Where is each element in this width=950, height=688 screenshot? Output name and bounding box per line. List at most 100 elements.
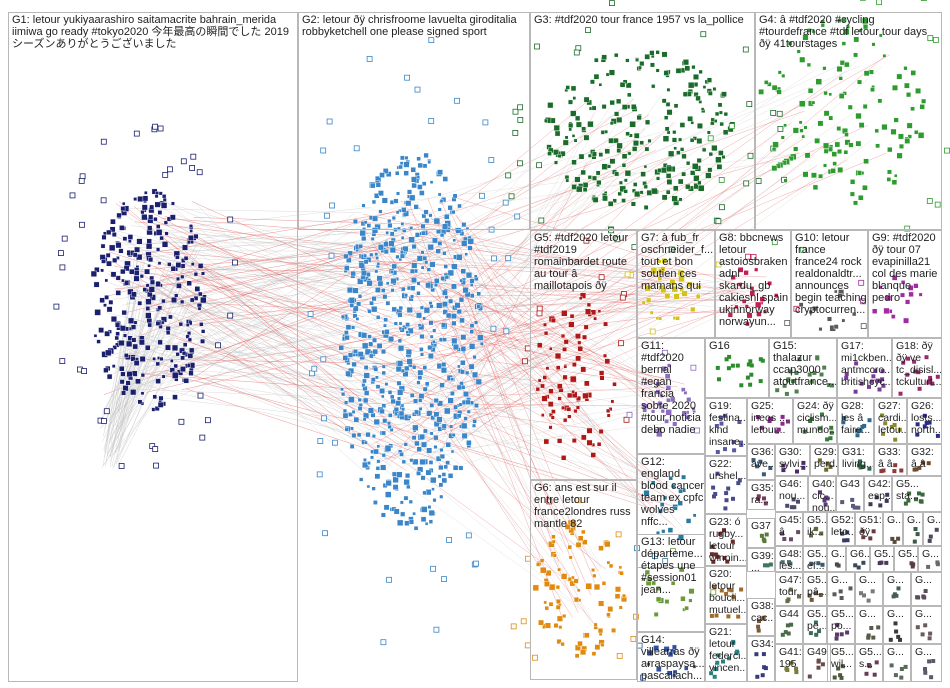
node-g1 bbox=[132, 343, 138, 350]
node-g2 bbox=[398, 410, 405, 417]
edge bbox=[461, 328, 553, 419]
node-g1 bbox=[180, 299, 185, 304]
edge bbox=[424, 263, 678, 498]
node-g2 bbox=[433, 435, 439, 441]
group-box-g30: G30: sylvi... bbox=[775, 444, 810, 476]
node-g2 bbox=[433, 398, 439, 404]
edge bbox=[463, 403, 669, 465]
edge bbox=[381, 423, 657, 511]
edge bbox=[144, 309, 355, 417]
node-g2 bbox=[448, 298, 454, 304]
node-g2 bbox=[451, 210, 456, 215]
node-g1 bbox=[169, 214, 176, 221]
edge bbox=[455, 215, 653, 517]
peripheral-node-g4 bbox=[920, 0, 927, 1]
node-g1 bbox=[104, 278, 109, 283]
node-g3 bbox=[687, 115, 693, 122]
node-g3 bbox=[716, 163, 723, 170]
node-g2 bbox=[387, 390, 393, 395]
edge bbox=[105, 289, 188, 442]
node-g2 bbox=[371, 486, 376, 491]
node-g1 bbox=[186, 363, 192, 368]
peripheral-node-g1 bbox=[204, 417, 211, 424]
edge bbox=[405, 101, 813, 264]
node-g3 bbox=[661, 194, 668, 201]
node-g3 bbox=[578, 153, 585, 160]
edge bbox=[357, 55, 861, 295]
node-g1 bbox=[148, 214, 154, 220]
node-g1 bbox=[197, 306, 202, 311]
node-g3 bbox=[614, 111, 620, 117]
node-g2 bbox=[371, 434, 376, 439]
node-g2 bbox=[379, 388, 385, 394]
node-g2 bbox=[414, 440, 420, 447]
node-g2 bbox=[369, 300, 374, 306]
node-g2 bbox=[441, 472, 447, 477]
node-g2 bbox=[438, 465, 444, 471]
node-g2 bbox=[420, 475, 426, 481]
node-g3 bbox=[661, 51, 668, 58]
edge bbox=[425, 227, 656, 409]
node-g1 bbox=[197, 263, 204, 269]
node-g2 bbox=[420, 265, 425, 270]
peripheral-node-g3 bbox=[668, 246, 675, 253]
node-g3 bbox=[619, 81, 626, 88]
edge bbox=[445, 122, 792, 369]
node-g2 bbox=[420, 250, 425, 255]
node-g4 bbox=[838, 93, 845, 99]
node-g2 bbox=[341, 392, 346, 397]
node-g2 bbox=[456, 413, 462, 419]
node-g2 bbox=[361, 332, 368, 339]
node-g2 bbox=[430, 477, 437, 484]
edge bbox=[180, 262, 441, 397]
edge bbox=[441, 295, 655, 408]
node-g1 bbox=[189, 224, 193, 228]
node-g3 bbox=[609, 158, 616, 165]
node-g3 bbox=[568, 99, 573, 105]
edge bbox=[107, 323, 197, 428]
node-g2 bbox=[433, 217, 441, 225]
edge bbox=[376, 441, 582, 592]
group-label-g75: G... bbox=[915, 646, 932, 658]
node-g1 bbox=[122, 236, 128, 242]
node-g2 bbox=[344, 427, 349, 432]
peripheral-node-g1 bbox=[180, 158, 187, 165]
node-g2 bbox=[375, 384, 381, 390]
group-box-g5: G5: #tdf2020 letour #tdf2019 romainbarde… bbox=[530, 230, 637, 480]
edge bbox=[369, 421, 676, 461]
edge bbox=[393, 309, 671, 393]
node-g2 bbox=[474, 320, 479, 325]
node-g4 bbox=[836, 126, 842, 131]
node-g2 bbox=[435, 248, 441, 254]
peripheral-node-g3 bbox=[747, 152, 754, 159]
node-g2 bbox=[421, 230, 426, 236]
group-label-g62: G... bbox=[907, 514, 922, 526]
node-g3 bbox=[632, 146, 638, 152]
node-g2 bbox=[442, 176, 448, 182]
node-g1 bbox=[118, 248, 124, 254]
peripheral-node-g2 bbox=[473, 560, 480, 567]
node-g1 bbox=[185, 323, 190, 327]
node-g2 bbox=[463, 391, 469, 397]
node-g2 bbox=[352, 218, 358, 224]
node-g1 bbox=[180, 355, 185, 361]
group-box-g74: G... bbox=[883, 644, 911, 682]
node-g2 bbox=[400, 250, 404, 255]
edge bbox=[164, 245, 378, 375]
node-g4 bbox=[906, 92, 912, 98]
edge bbox=[437, 295, 673, 501]
node-g2 bbox=[449, 424, 454, 429]
group-box-g20: G20: letour boucli... mutuel... bbox=[705, 566, 747, 624]
edge bbox=[103, 337, 206, 466]
node-g1 bbox=[119, 225, 125, 231]
edge bbox=[383, 225, 654, 519]
node-g1 bbox=[144, 268, 150, 275]
node-g2 bbox=[417, 184, 423, 190]
node-g1 bbox=[152, 394, 157, 400]
group-box-g39: G39: ... bbox=[747, 548, 775, 572]
edge bbox=[115, 203, 439, 439]
node-g2 bbox=[380, 464, 387, 471]
node-g2 bbox=[399, 500, 404, 505]
edge bbox=[441, 152, 595, 395]
node-g1 bbox=[101, 259, 106, 264]
